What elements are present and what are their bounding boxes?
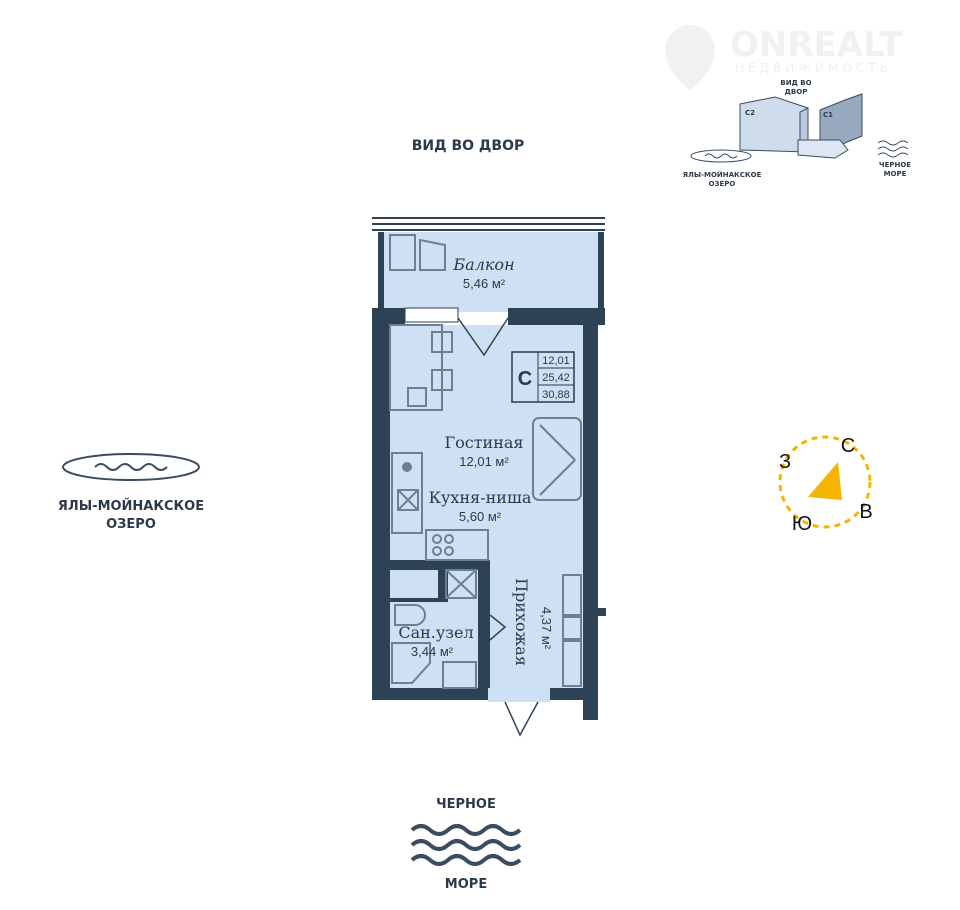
watermark-logo: ONREALT НЕДВИЖИМОСТЬ [665,25,903,90]
minimap-sea-waves-icon [877,140,909,158]
compass-east: В [859,501,872,523]
compass-north: С [841,435,855,457]
sea-label: ЧЕРНОЕ [436,797,496,812]
lake-icon [62,453,200,481]
kitchen-area: 5,60 м² [459,509,502,524]
minimap-courtyard-label: ВИД ВО [780,79,811,87]
minimap-building-c2: С2 [745,109,755,117]
bathroom-door [489,614,507,641]
entrance-door [504,701,539,737]
lake-label: ЯЛЫ-МОЙНАКСКОЕ [58,498,204,514]
balcony-door [457,317,509,357]
balcony-name: Балкон [452,255,514,274]
sea-label-2: МОРЕ [445,877,487,892]
hallway-name: Прихожая [512,578,531,666]
balcony-area: 5,46 м² [463,276,506,291]
furniture [389,234,582,689]
badge-total-area: 25,42 [542,372,570,384]
living-room-name: Гостиная [445,433,524,452]
minimap-sea-label: ЧЕРНОЕ [879,161,911,169]
building-minimap: ВИД ВО ДВОР С2 С1 ЯЛЫ-МОЙНАКСКОЕ ОЗЕРО Ч… [683,79,912,188]
compass-west: З [779,451,791,473]
minimap-sea-label-2: МОРЕ [884,170,907,178]
minimap-building-c1: С1 [823,111,833,119]
watermark-tagline: НЕДВИЖИМОСТЬ [735,61,892,75]
sea-waves-icon [410,824,522,866]
minimap-courtyard-label-2: ДВОР [785,88,808,96]
badge-living-area: 12,01 [542,355,570,367]
minimap-lake-label: ЯЛЫ-МОЙНАКСКОЕ [683,170,762,179]
watermark-brand: ONREALT [730,25,903,65]
badge-type: С [518,368,532,390]
walls [372,232,606,720]
apartment-plan: Балкон 5,46 м² Гостиная 12,01 м² Кухня-н… [372,217,606,737]
compass-icon: С В Ю З [778,435,873,535]
minimap-lake-label-2: ОЗЕРО [709,180,736,188]
apartment-type-badge: С 12,01 25,42 30,88 [511,351,575,403]
lake-label-2: ОЗЕРО [106,517,156,532]
badge-total-with-balcony: 30,88 [542,389,570,401]
kitchen-name: Кухня-ниша [429,488,532,507]
courtyard-view-label: ВИД ВО ДВОР [412,138,524,154]
bathroom-name: Сан.узел [398,623,473,642]
bathroom-area: 3,44 м² [411,644,454,659]
living-room-area: 12,01 м² [459,454,509,469]
hallway-area: 4,37 м² [539,607,554,650]
compass-south: Ю [792,513,812,535]
